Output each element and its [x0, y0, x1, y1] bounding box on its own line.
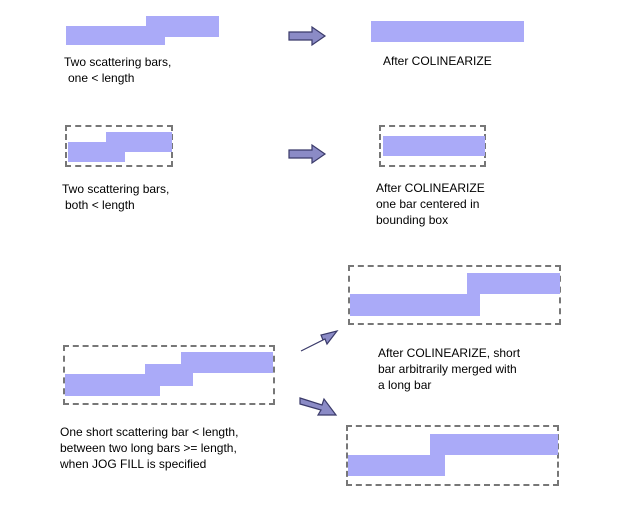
right-arrow-icon [288, 143, 327, 165]
bounding-box-before [65, 125, 173, 167]
merged-bar-lower [350, 294, 480, 316]
after-label-1: After COLINEARIZE [383, 54, 492, 68]
scattering-bar-right [146, 16, 219, 37]
before-label-1: Two scattering bars, one < length [64, 55, 172, 85]
after-label-2: After COLINEARIZE one bar centered in bo… [376, 181, 485, 227]
colinearized-bar [371, 21, 524, 42]
scattering-bar-upper [106, 132, 172, 152]
before-label-2: Two scattering bars, both < length [62, 182, 170, 212]
before-label-3: One short scattering bar < length, betwe… [60, 425, 239, 471]
right-arrow-icon [288, 25, 327, 47]
long-bar-upper [181, 352, 273, 373]
bounding-box-after [379, 125, 486, 167]
long-bar-lower [65, 374, 160, 396]
merged-bar-upper [430, 434, 558, 455]
centered-bar [383, 136, 485, 156]
long-bar-lower [348, 455, 445, 476]
scattering-bar-left [66, 26, 165, 45]
after-label-3: After COLINEARIZE, short bar arbitrarily… [378, 346, 521, 392]
result-box-top [348, 265, 561, 325]
result-box-bottom [346, 425, 559, 486]
bounding-box-before [63, 345, 275, 405]
right-arrow-icon [299, 397, 338, 416]
long-bar-upper [467, 273, 560, 294]
right-arrow-icon [300, 329, 339, 352]
